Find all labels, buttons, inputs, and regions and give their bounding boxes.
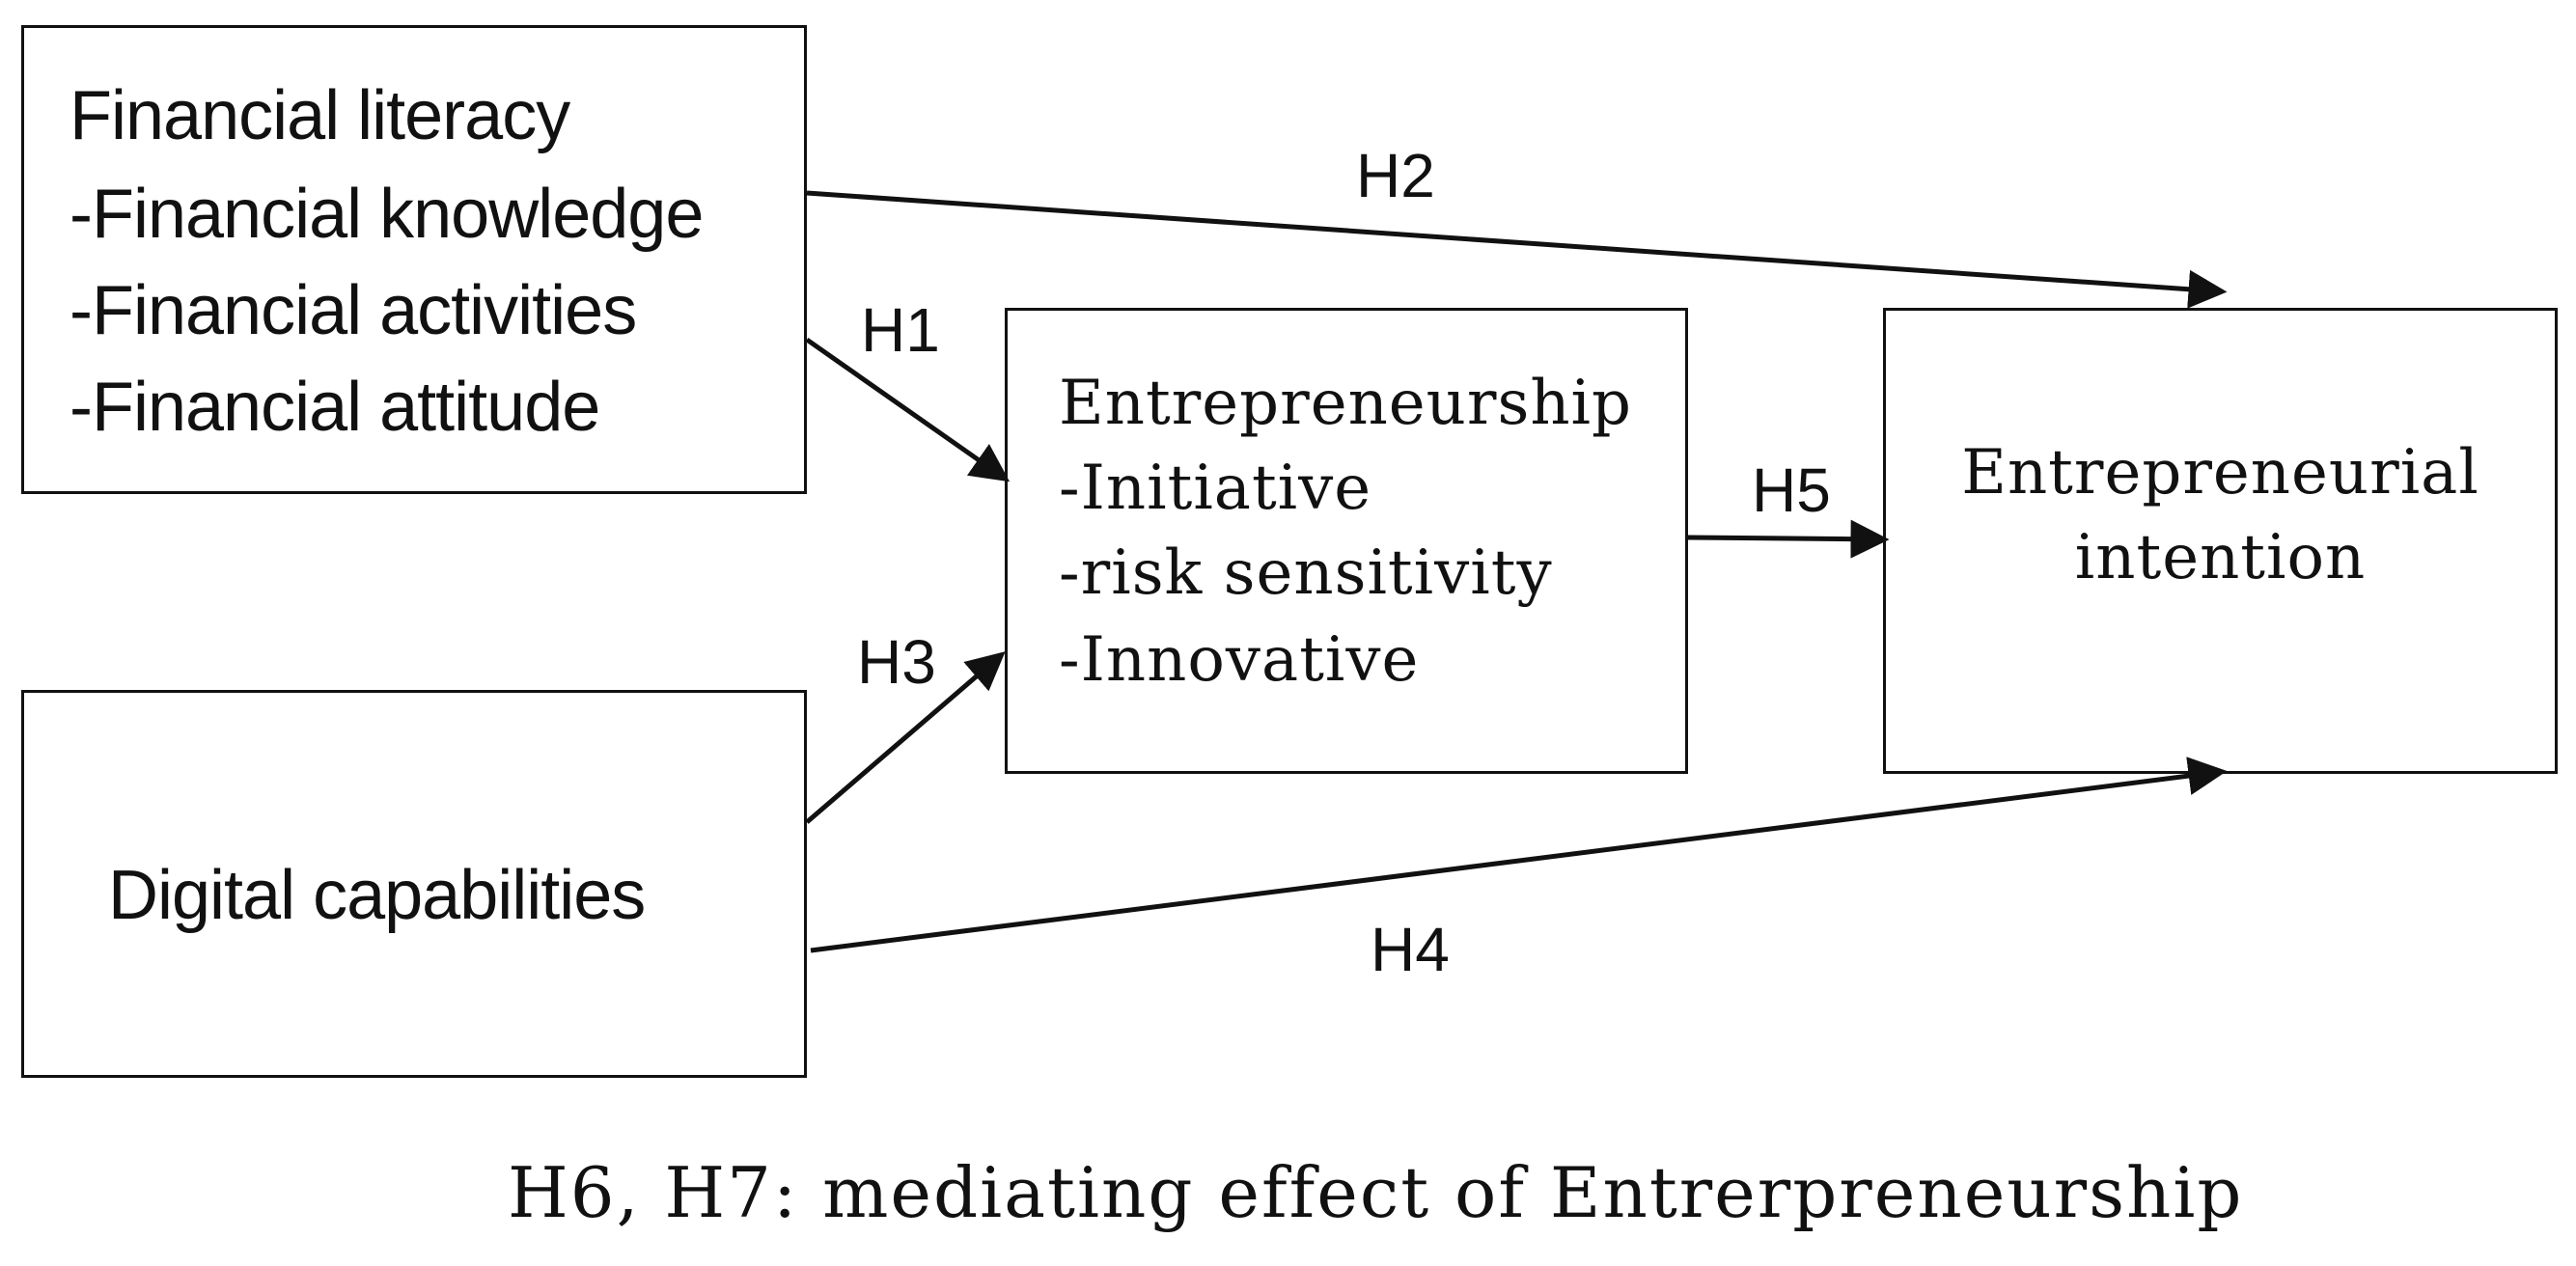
- arrow-h4: [810, 757, 2228, 953]
- entrepreneurial-intention-line-1: Entrepreneurial: [1961, 437, 2479, 509]
- entrepreneurship-item-innovative: -Innovative: [1059, 624, 1420, 696]
- financial-literacy-title: Financial literacy: [69, 77, 570, 154]
- entrepreneurship-item-initiative: -Initiative: [1059, 453, 1372, 524]
- financial-literacy-item-knowledge: -Financial knowledge: [69, 176, 704, 253]
- digital-capabilities-title: Digital capabilities: [108, 857, 646, 934]
- label-h2: H2: [1356, 141, 1435, 210]
- label-h1: H1: [861, 295, 940, 365]
- label-h4: H4: [1371, 915, 1450, 984]
- digital-capabilities-box: [21, 690, 807, 1078]
- financial-literacy-item-attitude: -Financial attitude: [69, 369, 600, 446]
- entrepreneurial-intention-line-2: intention: [2074, 522, 2367, 593]
- arrow-h5: [1687, 519, 1890, 559]
- entrepreneurship-box: [1005, 308, 1688, 774]
- arrow-h2: [806, 190, 2228, 309]
- entrepreneurship-item-risk-sensitivity: -risk sensitivity: [1059, 537, 1553, 609]
- label-h3: H3: [857, 627, 936, 697]
- financial-literacy-item-activities: -Financial activities: [69, 272, 637, 349]
- arrow-h1: [805, 337, 1011, 482]
- entrepreneurship-title: Entrepreneurship: [1059, 368, 1632, 439]
- financial-literacy-box: [21, 25, 807, 494]
- arrow-h3: [805, 651, 1006, 824]
- label-h5: H5: [1752, 455, 1831, 525]
- entrepreneurial-intention-box: [1883, 308, 2558, 774]
- diagram-caption: H6, H7: mediating effect of Entrerpreneu…: [508, 1152, 2244, 1233]
